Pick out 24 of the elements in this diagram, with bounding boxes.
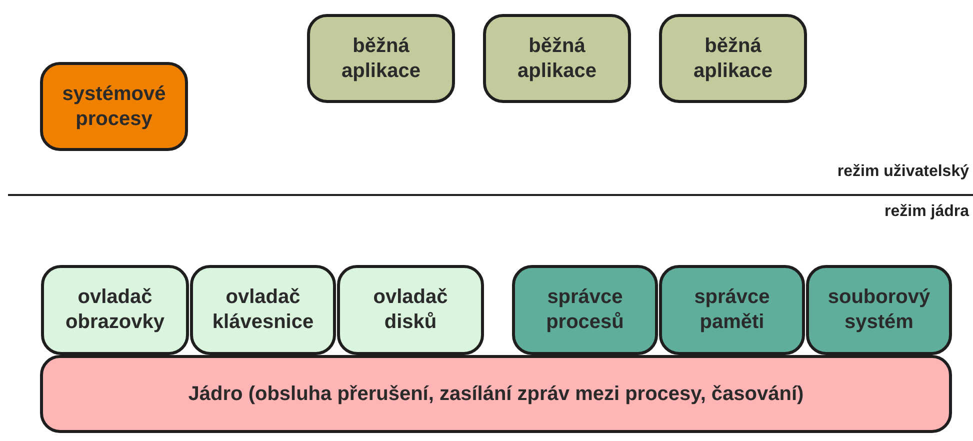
driver-box bbox=[41, 265, 189, 355]
mode-label: režim uživatelský bbox=[837, 163, 969, 181]
manager-box bbox=[512, 265, 658, 355]
driver-box bbox=[190, 265, 336, 355]
application-box bbox=[307, 14, 455, 103]
manager-box bbox=[806, 265, 952, 355]
box-label: Jádro (obsluha přerušení, zasílání zpráv mezi procesy, časování) bbox=[188, 382, 804, 406]
box-label: správce procesů bbox=[545, 285, 625, 335]
application-box bbox=[659, 14, 807, 103]
box-label: souborový systém bbox=[828, 285, 930, 335]
process-box bbox=[40, 62, 188, 151]
box-label: systémové procesy bbox=[62, 82, 166, 132]
box-label: běžná aplikace bbox=[692, 34, 774, 84]
application-box bbox=[483, 14, 631, 103]
manager-box bbox=[659, 265, 805, 355]
kernel-bar bbox=[40, 355, 952, 433]
box-label: správce paměti bbox=[693, 285, 771, 335]
mode-label: režim jádra bbox=[884, 203, 969, 221]
box-label: běžná aplikace bbox=[340, 34, 422, 84]
box-label: ovladač disků bbox=[372, 285, 449, 335]
driver-box bbox=[337, 265, 484, 355]
box-label: ovladač obrazovky bbox=[66, 285, 164, 335]
box-label: běžná aplikace bbox=[516, 34, 598, 84]
box-label: ovladač klávesnice bbox=[212, 285, 314, 335]
